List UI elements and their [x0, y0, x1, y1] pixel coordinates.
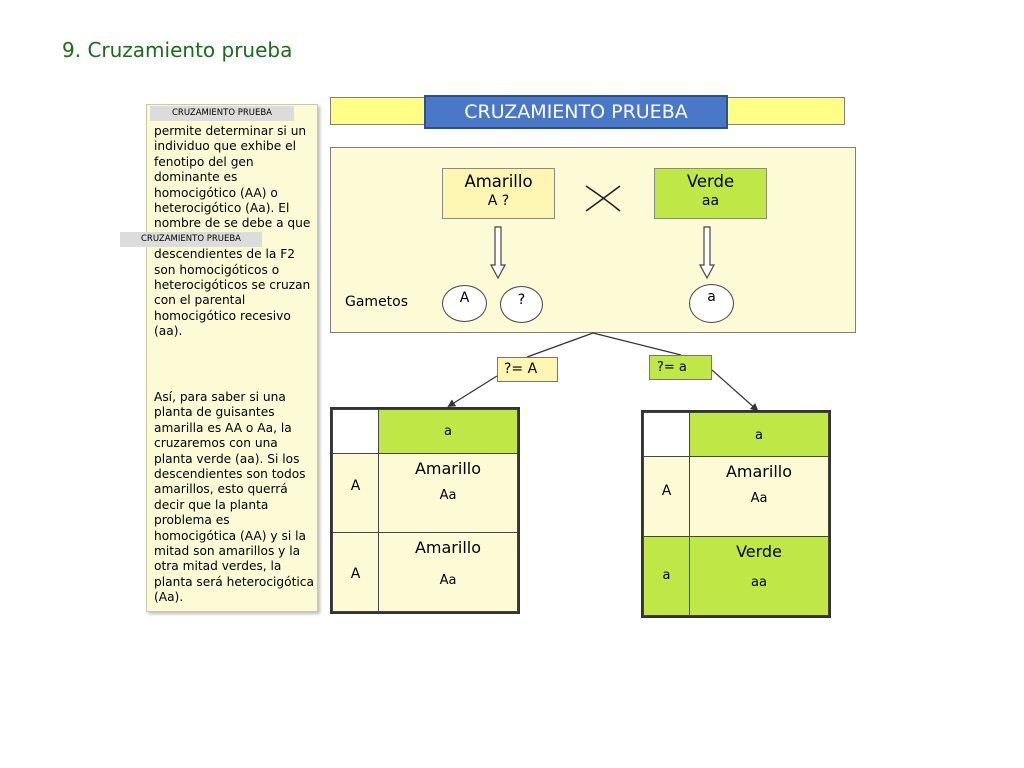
table-row-header: a	[643, 536, 690, 616]
cell-genotype: Aa	[439, 488, 457, 503]
cross-symbol-icon	[585, 185, 621, 212]
parent-verde-genotype: aa	[701, 193, 720, 209]
table-col-header: a	[378, 409, 518, 454]
table-row-header: A	[332, 453, 379, 533]
table-corner-cell	[643, 412, 690, 457]
diagram-header: CRUZAMIENTO PRUEBA	[424, 95, 728, 129]
table-row-header: A	[643, 456, 690, 537]
hypothesis-AA: ?= A	[497, 357, 558, 382]
explanation-panel: permite determinar si un individuo que e…	[146, 104, 318, 612]
table-row-header: A	[332, 532, 379, 612]
table-cell: Amarillo Aa	[689, 456, 829, 537]
table-cell: Verde aa	[689, 536, 829, 616]
table-corner-cell	[332, 409, 379, 454]
explanation-paragraph-1: permite determinar si un individuo que e…	[154, 124, 311, 339]
cell-genotype: Aa	[439, 573, 457, 588]
gamete-unknown: ?	[500, 286, 543, 323]
slide-title: 9. Cruzamiento prueba	[62, 38, 293, 62]
col-gamete: a	[755, 428, 763, 443]
down-arrow-icon	[489, 226, 507, 280]
cell-genotype: aa	[751, 575, 767, 590]
punnett-table-heterozygous: a A Amarillo Aa a Verde aa	[641, 410, 831, 618]
branch-lines	[447, 332, 759, 412]
cell-phenotype: Amarillo	[725, 462, 793, 481]
hypothesis-Aa: ?= a	[649, 355, 712, 380]
cell-genotype: Aa	[750, 491, 768, 506]
explanation-paragraph-2: Así, para saber si una planta de guisant…	[154, 390, 314, 605]
cell-phenotype: Verde	[736, 542, 782, 561]
cell-phenotype: Amarillo	[414, 538, 482, 557]
row-gamete: A	[350, 478, 361, 494]
term-label-top: CRUZAMIENTO PRUEBA	[150, 106, 294, 121]
down-arrow-icon	[698, 226, 716, 280]
row-gamete: a	[662, 568, 671, 583]
gametes-label: Gametos	[345, 294, 409, 310]
gamete-A: A	[442, 285, 487, 322]
table-cell: Amarillo Aa	[378, 532, 518, 612]
cross-panel	[330, 147, 856, 333]
punnett-table-homozygous: a A Amarillo Aa A Amarillo Aa	[330, 407, 520, 614]
cell-phenotype: Amarillo	[414, 459, 482, 478]
term-label-inline: CRUZAMIENTO PRUEBA	[120, 232, 262, 247]
parent-amarillo-box: Amarillo A ?	[442, 168, 555, 219]
table-col-header: a	[689, 412, 829, 457]
parent-amarillo-genotype: A ?	[487, 193, 510, 209]
row-gamete: A	[350, 566, 361, 582]
gamete-a: a	[689, 284, 734, 323]
row-gamete: A	[661, 483, 672, 499]
table-cell: Amarillo Aa	[378, 453, 518, 533]
parent-verde-box: Verde aa	[654, 168, 767, 219]
parent-amarillo-name: Amarillo	[464, 172, 533, 191]
col-gamete: a	[444, 424, 452, 439]
parent-verde-name: Verde	[686, 172, 735, 191]
